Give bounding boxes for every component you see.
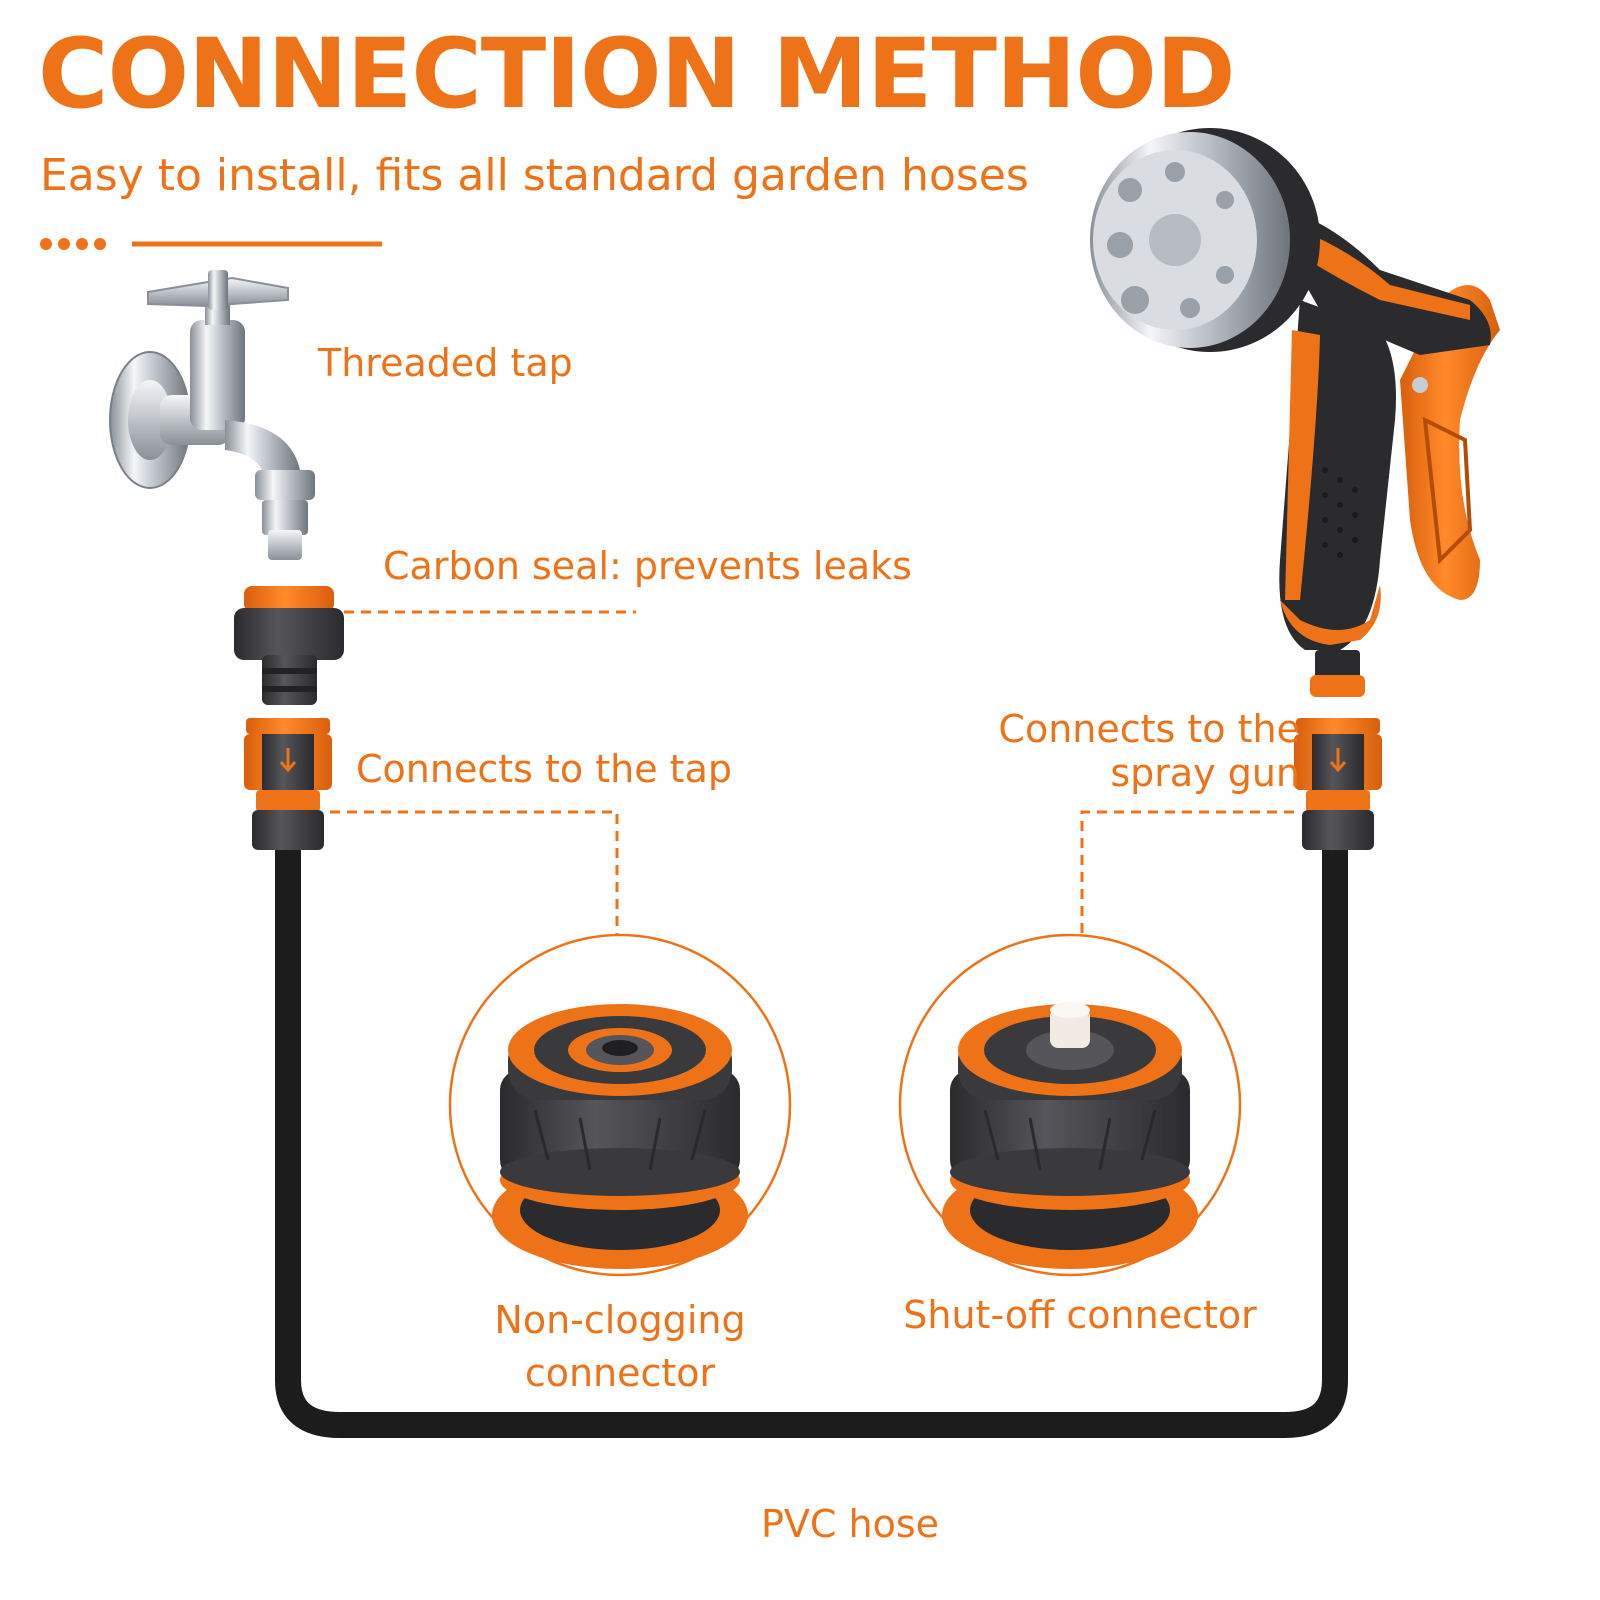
page-title: CONNECTION METHOD [38, 18, 1236, 130]
label-shut-off: Shut-off connector [903, 1293, 1257, 1337]
label-pvc-hose: PVC hose [760, 1502, 940, 1546]
tap-adapter-icon [234, 586, 344, 705]
label-non-clogging-line1: Non-clogging [494, 1298, 746, 1342]
spray-gun-icon [1090, 128, 1500, 697]
label-connects-gun: Connects to the spray gun [998, 707, 1300, 795]
label-non-clogging: Non-clogging connector [455, 1294, 785, 1400]
divider-ornament [40, 238, 382, 250]
label-threaded-tap: Threaded tap [318, 341, 573, 385]
tap-connector-icon [244, 718, 332, 850]
label-connects-gun-line1: Connects to the [998, 707, 1300, 751]
page-subtitle: Easy to install, fits all standard garde… [40, 150, 1029, 201]
label-non-clogging-line2: connector [524, 1351, 716, 1396]
pvc-hose [275, 850, 1348, 1438]
label-connects-tap: Connects to the tap [356, 747, 732, 791]
label-connects-gun-line2: spray gun [1110, 750, 1300, 795]
non-clogging-detail [448, 933, 792, 1277]
faucet-icon [109, 270, 315, 560]
label-carbon-seal: Carbon seal: prevents leaks [383, 544, 912, 588]
shut-off-detail [898, 933, 1242, 1277]
gun-connector-icon [1294, 718, 1382, 850]
leader-lines [330, 610, 1294, 935]
